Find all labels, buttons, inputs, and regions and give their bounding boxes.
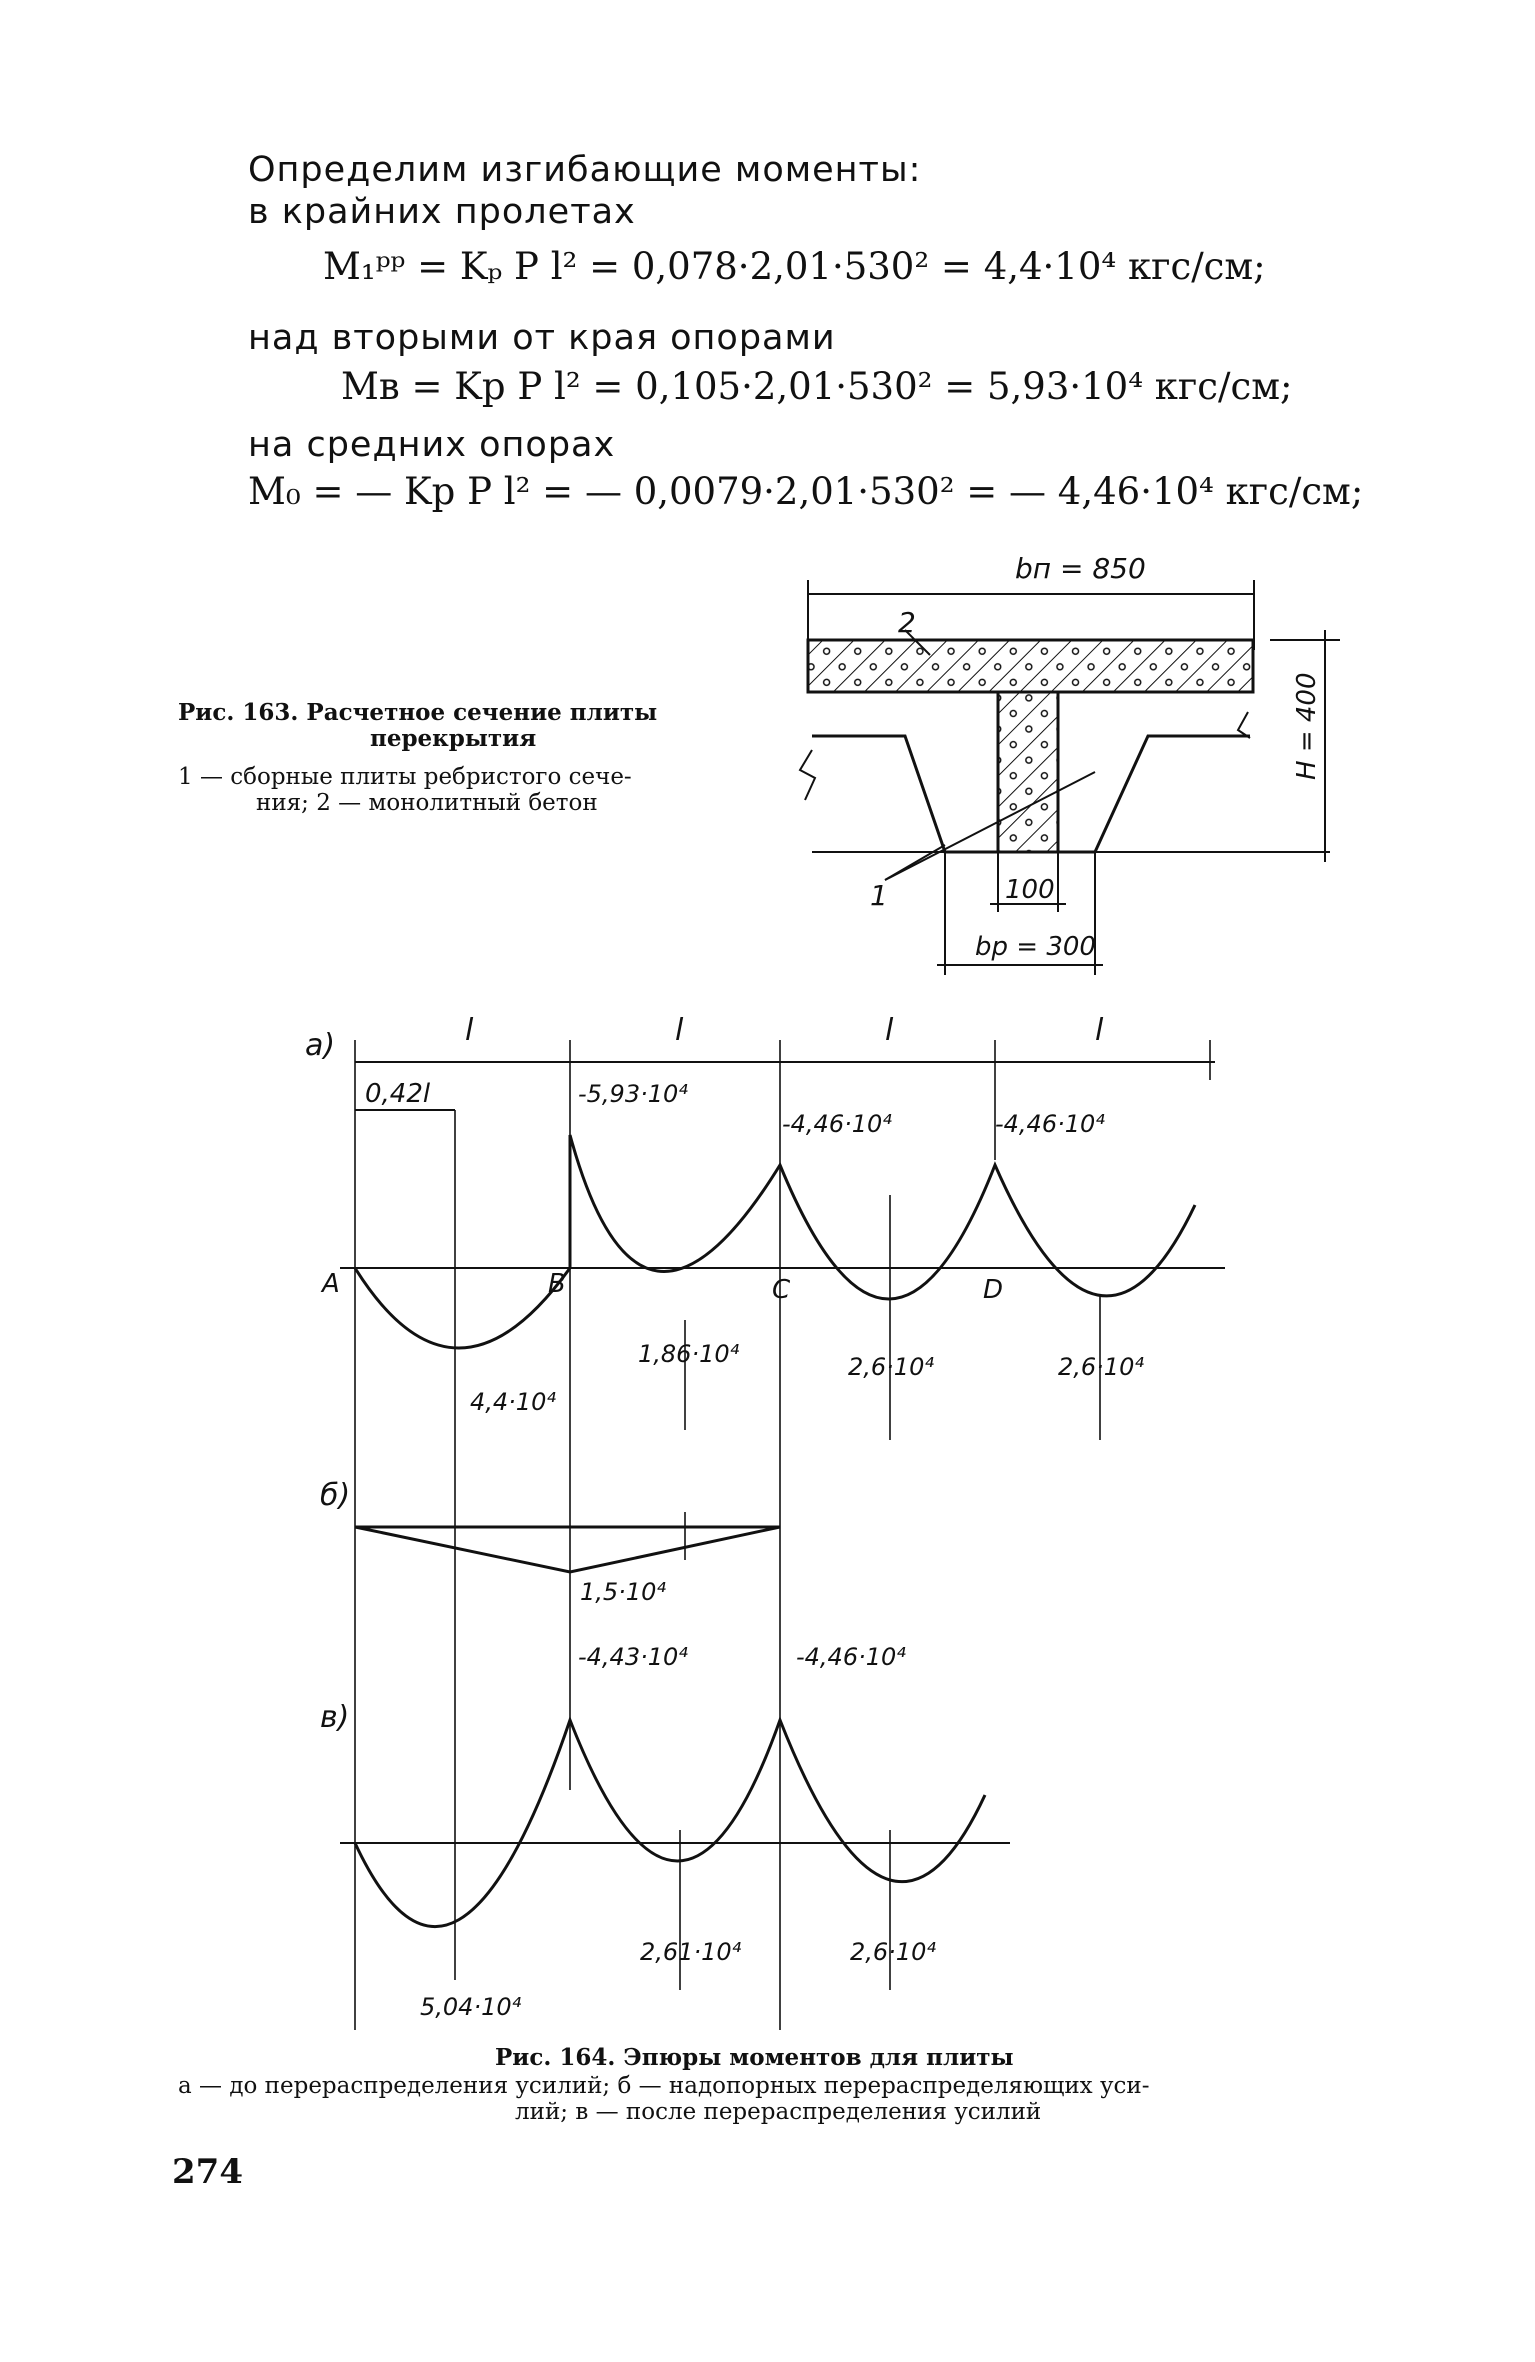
mid-supports-text: на средних опорах <box>248 425 616 465</box>
support-A: A <box>320 1269 340 1299</box>
support-D: D <box>983 1275 1003 1305</box>
a-value-span-3: 2,6·10⁴ <box>848 1353 934 1381</box>
span-label-1: l <box>465 1013 474 1048</box>
v-value-support-C: -4,46·10⁴ <box>796 1643 906 1671</box>
equation-1: M₁ᵖᵖ = Kₚ P l² = 0,078·2,01·530² = 4,4·1… <box>323 245 1266 288</box>
diagram-a-curve <box>353 1134 1197 1350</box>
dim-h-label: H = 400 <box>1292 673 1322 781</box>
fig163-section-drawing: bп = 850 2 1 H = 400 100 bр = 300 <box>798 552 1340 975</box>
a-value-support-B: -5,93·10⁴ <box>578 1080 688 1108</box>
label-2: 2 <box>898 606 916 639</box>
label-v: в) <box>320 1700 349 1735</box>
label-b: б) <box>320 1478 350 1513</box>
support-B: B <box>548 1269 566 1299</box>
fig163-caption-text-1: 1 — сборные плиты ребристого сече- <box>178 764 632 790</box>
a-value-support-C: -4,46·10⁴ <box>782 1110 892 1138</box>
monolith-rib <box>996 690 1060 854</box>
fig164-caption-text-2: лий; в — после перераспределения усилий <box>515 2099 1042 2125</box>
dim-rib-label: 100 <box>1005 875 1055 905</box>
label-1: 1 <box>870 879 888 912</box>
dim-bp-label: bр = 300 <box>975 932 1096 962</box>
monolith-slab <box>806 638 1255 694</box>
diagram-v-curve <box>353 1715 987 1928</box>
span-label-2: l <box>675 1013 684 1048</box>
fig163-caption-title-2: перекрытия <box>370 725 537 752</box>
a-value-span-4: 2,6·10⁴ <box>1058 1353 1144 1381</box>
dim-bn-label: bп = 850 <box>1015 552 1146 585</box>
v-value-support-B: -4,43·10⁴ <box>578 1643 688 1671</box>
v-value-span-1: 5,04·10⁴ <box>420 1993 522 2021</box>
offset-label: 0,42l <box>365 1079 431 1109</box>
a-value-span-2: 1,86·10⁴ <box>638 1340 740 1368</box>
fig164-caption-title: Рис. 164. Эпюры моментов для плиты <box>495 2044 1014 2071</box>
fig164-caption-text-1: а — до перераспределения усилий; б — над… <box>178 2073 1150 2099</box>
a-value-span-1: 4,4·10⁴ <box>470 1388 556 1416</box>
a-value-support-D: -4,46·10⁴ <box>995 1110 1105 1138</box>
over-second-text: над вторыми от края опорами <box>248 318 836 358</box>
b-value: 1,5·10⁴ <box>580 1578 666 1606</box>
span-label-3: l <box>885 1013 894 1048</box>
diagram-b-shape <box>354 1525 781 1574</box>
span-label-4: l <box>1095 1013 1104 1048</box>
label-a: а) <box>305 1028 335 1063</box>
page-number: 274 <box>172 2152 243 2192</box>
span-edge-text: в крайних пролетах <box>248 192 636 232</box>
equation-2: Mв = Kр P l² = 0,105·2,01·530² = 5,93·10… <box>341 365 1293 408</box>
v-value-span-2: 2,61·10⁴ <box>640 1938 742 1966</box>
v-value-span-3: 2,6·10⁴ <box>850 1938 936 1966</box>
intro-text: Определим изгибающие моменты: <box>248 150 922 190</box>
fig163-caption-text-2: ния; 2 — монолитный бетон <box>256 790 598 816</box>
equation-3: M₀ = — Kр P l² = — 0,0079·2,01·530² = — … <box>248 470 1364 513</box>
fig163-caption-title-1: Рис. 163. Расчетное сечение плиты <box>178 699 658 726</box>
support-C: C <box>772 1275 791 1305</box>
fig164-moment-diagrams: а) l l l l 0,42l A B C D -5,93·10⁴ -4,46… <box>305 1013 1225 2030</box>
